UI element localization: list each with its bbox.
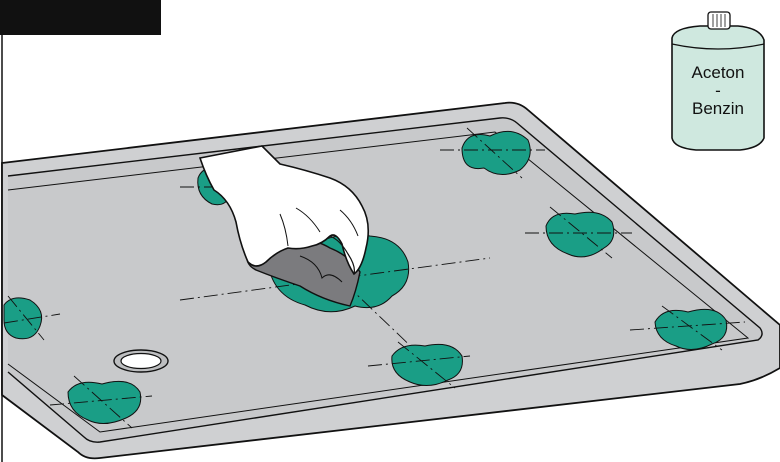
- drain-hole-icon: [114, 350, 168, 372]
- canister-label-line3: Benzin: [692, 99, 744, 118]
- corner-block: [0, 0, 161, 35]
- canister-cap: [708, 12, 730, 29]
- canister-label-line2: -: [715, 81, 721, 100]
- solvent-canister-icon: Aceton - Benzin: [672, 12, 764, 150]
- canister-label-line1: Aceton: [692, 63, 745, 82]
